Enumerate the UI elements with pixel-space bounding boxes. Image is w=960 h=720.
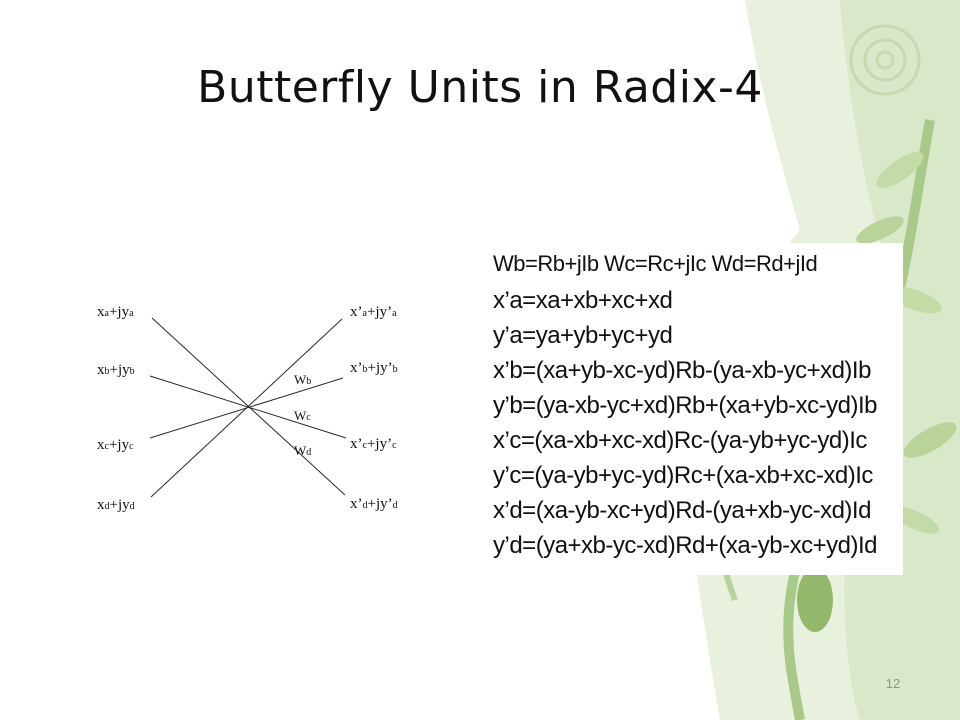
equations-panel: Wb=Rb+jIb Wc=Rc+jIc Wd=Rd+jId x’a=xa+xb+… — [485, 243, 903, 575]
equation-yd: y’d=(ya+xb-yc-xd)Rd+(xa-yb-xc+yd)Id — [493, 532, 877, 559]
equation-xa: x’a=xa+xb+xc+xd — [493, 287, 673, 314]
equation-yb: y’b=(ya-xb-yc+xd)Rb+(xa+yb-xc-yd)Ib — [493, 392, 877, 419]
twiddle-label-b: Wb — [294, 372, 311, 387]
output-label-c: x’c+jy’c — [350, 436, 397, 452]
twiddle-label-c: Wc — [294, 408, 311, 423]
equation-xd: x’d=(xa-yb-xc+yd)Rd-(ya+xb-yc-xd)Id — [493, 497, 871, 524]
slide-number: 12 — [885, 676, 901, 691]
twiddle-definition-equation: Wb=Rb+jIb Wc=Rc+jIc Wd=Rd+jId — [493, 251, 818, 276]
leaf-icon — [797, 568, 833, 632]
input-label-c: xc+jyc — [97, 437, 134, 453]
twiddle-label-d: Wd — [294, 443, 311, 458]
swirl-icon — [849, 24, 921, 96]
leaf-icon — [856, 216, 904, 244]
input-label-a: xa+jya — [97, 304, 134, 320]
input-label-d: xd+jyd — [97, 497, 135, 513]
equation-xb: x’b=(xa+yb-xc-yd)Rb-(ya-xb-yc+xd)Ib — [493, 357, 871, 384]
output-label-d: x’d+jy’d — [350, 496, 398, 512]
leaf-icon — [891, 506, 939, 534]
equation-xc: x’c=(xa-xb+xc-xd)Rc-(ya-yb+yc-yd)Ic — [493, 427, 867, 454]
output-label-a: x’a+jy’a — [350, 304, 397, 320]
slide-title: Butterfly Units in Radix-4 — [197, 62, 763, 113]
leaf-icon — [903, 422, 957, 458]
equation-yc: y’c=(ya-yb+yc-yd)Rc+(xa-xb+xc-xd)Ic — [493, 462, 873, 489]
butterfly-line-d — [150, 318, 343, 498]
input-label-b: xb+jyb — [97, 362, 135, 378]
equation-ya: y’a=ya+yb+yc+yd — [493, 322, 673, 349]
output-label-b: x’b+jy’b — [350, 360, 398, 376]
leaf-icon — [876, 151, 924, 189]
